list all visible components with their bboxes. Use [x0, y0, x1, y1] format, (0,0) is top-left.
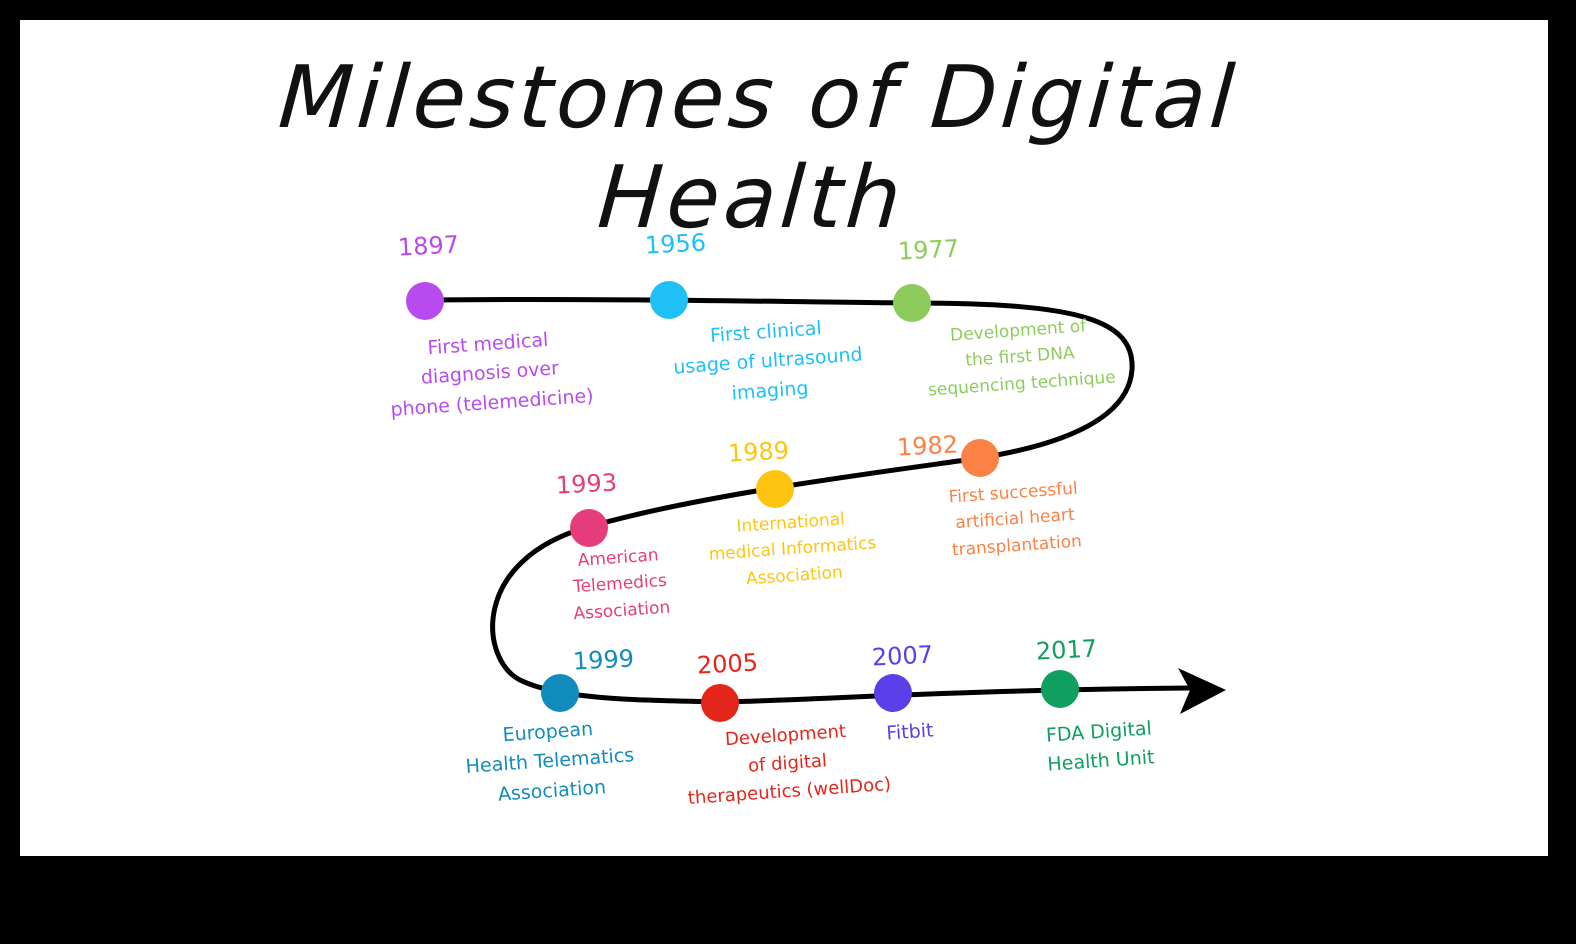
milestone-dot-1999: [541, 674, 579, 712]
milestone-dot-1897: [406, 282, 444, 320]
milestone-year: 2017: [1035, 634, 1098, 666]
milestone-year: 1956: [644, 228, 707, 260]
milestone-dot-2005: [701, 684, 739, 722]
milestone-dot-2007: [874, 674, 912, 712]
diagram-canvas: [20, 20, 1548, 856]
milestone-label: Fitbit: [885, 719, 935, 745]
milestone-year: 1897: [397, 230, 460, 262]
milestone-year: 2007: [871, 640, 934, 672]
milestone-dot-1977: [893, 284, 931, 322]
milestone-label: American Telemedics Association: [572, 545, 671, 624]
milestone-label: Development of the first DNA sequencing …: [927, 316, 1117, 401]
milestone-dot-1989: [756, 470, 794, 508]
milestone-year: 1993: [555, 468, 618, 500]
milestone-label: International medical Informatics Associ…: [708, 509, 877, 589]
milestone-year: 2005: [696, 648, 759, 680]
milestone-label: FDA Digital Health Unit: [1045, 717, 1156, 777]
arrow-right-icon: [1178, 668, 1226, 714]
milestone-year: 1999: [572, 644, 635, 676]
milestone-year: 1977: [897, 234, 960, 266]
milestone-dot-2017: [1041, 670, 1079, 708]
milestone-label: First clinical usage of ultrasound imagi…: [672, 317, 864, 405]
milestone-year: 1989: [727, 436, 790, 468]
milestone-dot-1993: [570, 509, 608, 547]
milestone-label: First medical diagnosis over phone (tele…: [389, 328, 595, 421]
milestone-year: 1982: [896, 430, 959, 462]
milestone-dot-1982: [961, 439, 999, 477]
milestone-dot-1956: [650, 281, 688, 319]
milestone-label: First successful artificial heart transp…: [948, 478, 1083, 561]
milestone-label: European Health Telematics Association: [465, 717, 635, 806]
